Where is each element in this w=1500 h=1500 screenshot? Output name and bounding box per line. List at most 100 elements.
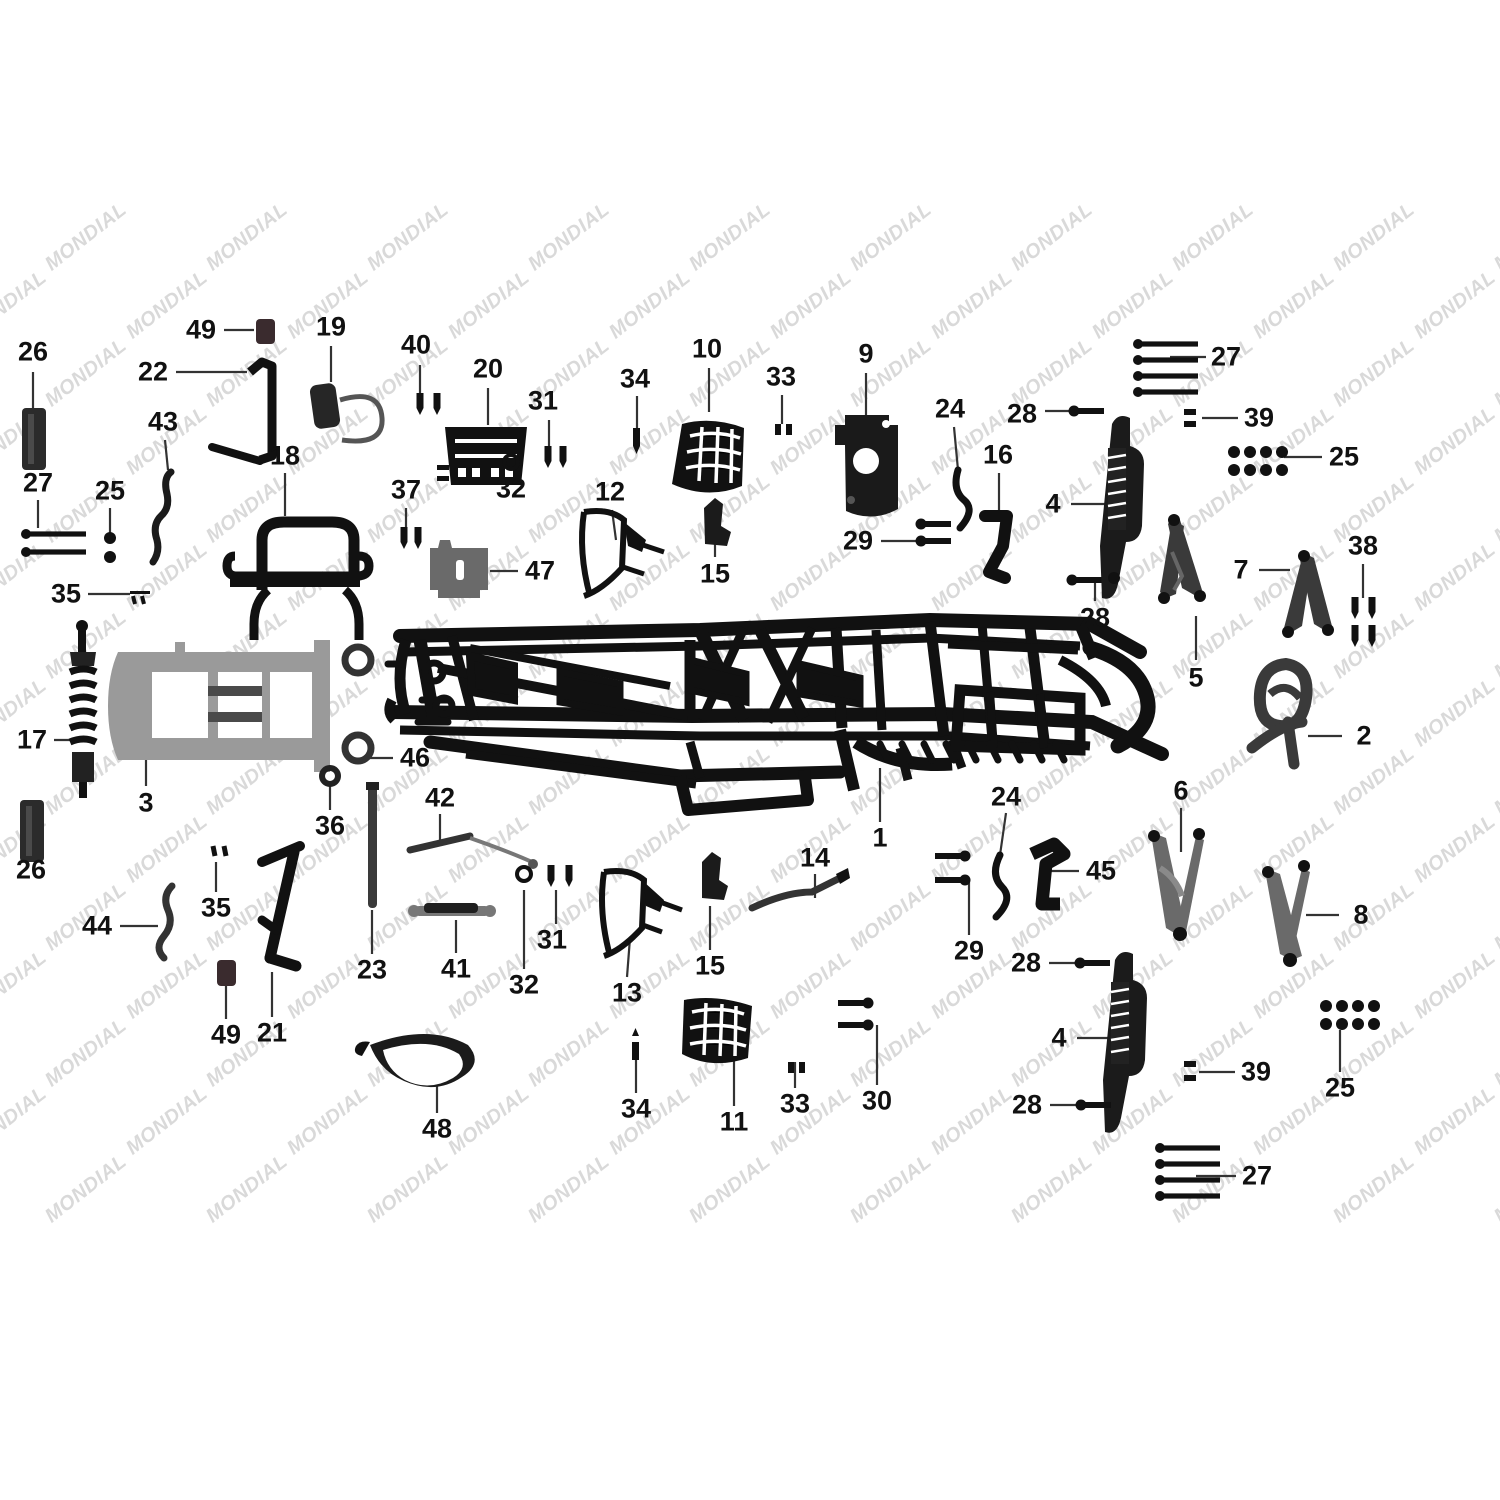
callout-number-24[interactable]: 24 — [990, 781, 1022, 812]
callout-number-44[interactable]: 44 — [81, 910, 113, 941]
callout-number-31[interactable]: 31 — [527, 385, 559, 416]
part-27-bolts-bottomright — [1155, 1143, 1220, 1201]
callout-number-6[interactable]: 6 — [1173, 775, 1189, 806]
callout-number-4[interactable]: 4 — [1051, 1022, 1067, 1053]
callout-number-13[interactable]: 13 — [611, 977, 643, 1008]
part-5-upper-a-arm-rh — [1158, 514, 1206, 604]
callout-number-35[interactable]: 35 — [200, 892, 232, 923]
part-4-shock-absorber-bottom — [1103, 952, 1147, 1133]
part-13-seat-bracket-rh — [599, 868, 683, 959]
callout-number-29[interactable]: 29 — [953, 935, 985, 966]
callout-number-16[interactable]: 16 — [982, 439, 1014, 470]
part-26-rubber-pad-bottom — [20, 800, 44, 862]
part-39-nuts-topright — [1184, 409, 1196, 427]
part-32-collar-lower — [515, 865, 533, 883]
callout-number-28[interactable]: 28 — [1010, 947, 1042, 978]
callout-number-29[interactable]: 29 — [842, 525, 874, 556]
callout-number-12[interactable]: 12 — [594, 476, 626, 507]
callout-number-28[interactable]: 28 — [1079, 602, 1111, 633]
callout-number-39[interactable]: 39 — [1240, 1056, 1272, 1087]
part-12-seat-bracket-lh — [579, 508, 665, 599]
callout-number-34[interactable]: 34 — [620, 1093, 652, 1124]
callout-number-32[interactable]: 32 — [508, 969, 540, 1000]
callout-number-35[interactable]: 35 — [50, 578, 82, 609]
callout-number-1[interactable]: 1 — [872, 822, 888, 853]
callout-number-28[interactable]: 28 — [1006, 398, 1038, 429]
part-14-brake-pedal-rod — [748, 868, 850, 912]
part-27-bolts-topright — [1133, 339, 1198, 397]
callout-number-37[interactable]: 37 — [390, 474, 422, 505]
callout-number-39[interactable]: 39 — [1243, 402, 1275, 433]
callout-number-23[interactable]: 23 — [356, 954, 388, 985]
callout-number-24[interactable]: 24 — [934, 393, 966, 424]
callout-number-31[interactable]: 31 — [536, 924, 568, 955]
callout-number-2[interactable]: 2 — [1356, 720, 1372, 751]
part-25-washers-lower — [1320, 1000, 1380, 1030]
part-40-bolts — [416, 393, 441, 415]
callout-number-38[interactable]: 38 — [1347, 530, 1379, 561]
callout-number-33[interactable]: 33 — [765, 361, 797, 392]
callout-number-25[interactable]: 25 — [1328, 441, 1360, 472]
part-15-rubber-stopper-lower — [702, 852, 728, 900]
callout-number-34[interactable]: 34 — [619, 363, 651, 394]
callout-number-32[interactable]: 32 — [495, 473, 527, 504]
part-28-bolt-lower-a — [1074, 957, 1110, 969]
callout-number-17[interactable]: 17 — [16, 724, 48, 755]
callout-number-18[interactable]: 18 — [269, 440, 301, 471]
callout-number-27[interactable]: 27 — [22, 467, 54, 498]
part-9-chain-guard-plate — [835, 415, 898, 517]
callout-number-41[interactable]: 41 — [440, 953, 472, 984]
part-15-rubber-stopper-top — [704, 498, 731, 546]
callout-number-45[interactable]: 45 — [1085, 855, 1117, 886]
part-4-shock-absorber-topright — [1100, 416, 1144, 599]
callout-number-8[interactable]: 8 — [1353, 899, 1369, 930]
callout-number-42[interactable]: 42 — [424, 782, 456, 813]
callout-number-19[interactable]: 19 — [315, 311, 347, 342]
part-29-bolts-lower — [935, 850, 971, 886]
callout-number-27[interactable]: 27 — [1210, 341, 1242, 372]
callout-number-36[interactable]: 36 — [314, 810, 346, 841]
part-25-washers-topright — [1228, 446, 1288, 476]
part-27-bolts-topleft — [21, 529, 86, 557]
callout-number-49[interactable]: 49 — [185, 314, 217, 345]
part-6-lower-a-arm-rh — [1148, 828, 1205, 941]
part-49-grommet-top — [256, 319, 275, 344]
callout-number-43[interactable]: 43 — [147, 406, 179, 437]
part-34-pin-lower — [632, 1028, 639, 1060]
callout-number-5[interactable]: 5 — [1188, 662, 1204, 693]
part-47-plate — [430, 540, 488, 598]
callout-number-21[interactable]: 21 — [256, 1017, 288, 1048]
callout-number-3[interactable]: 3 — [138, 787, 154, 818]
part-17-front-shock — [68, 620, 98, 798]
callout-number-26[interactable]: 26 — [17, 336, 49, 367]
callout-number-26[interactable]: 26 — [15, 854, 47, 885]
part-46-bushing — [341, 643, 375, 765]
callout-number-33[interactable]: 33 — [779, 1088, 811, 1119]
part-23-pivot-shaft — [366, 782, 379, 908]
callout-number-27[interactable]: 27 — [1241, 1160, 1273, 1191]
part-44-rod-linkage — [155, 882, 176, 962]
callout-number-40[interactable]: 40 — [400, 329, 432, 360]
callout-number-14[interactable]: 14 — [799, 842, 831, 873]
callout-number-25[interactable]: 25 — [1324, 1072, 1356, 1103]
callout-number-7[interactable]: 7 — [1233, 554, 1249, 585]
callout-number-47[interactable]: 47 — [524, 555, 556, 586]
callout-number-15[interactable]: 15 — [694, 950, 726, 981]
callout-number-22[interactable]: 22 — [137, 356, 169, 387]
callout-number-15[interactable]: 15 — [699, 558, 731, 589]
callout-number-28[interactable]: 28 — [1011, 1089, 1043, 1120]
callout-number-30[interactable]: 30 — [861, 1085, 893, 1116]
part-30-bolts — [838, 997, 874, 1031]
callout-number-25[interactable]: 25 — [94, 475, 126, 506]
part-31-bolts-lower — [547, 865, 573, 887]
callout-number-48[interactable]: 48 — [421, 1113, 453, 1144]
callout-number-49[interactable]: 49 — [210, 1019, 242, 1050]
callout-number-46[interactable]: 46 — [399, 742, 431, 773]
callout-number-4[interactable]: 4 — [1045, 488, 1061, 519]
callout-number-11[interactable]: 11 — [719, 1106, 749, 1137]
part-8-lower-a-arm-lh — [1262, 860, 1310, 967]
callout-number-9[interactable]: 9 — [858, 338, 874, 369]
callout-number-20[interactable]: 20 — [472, 353, 504, 384]
callout-number-10[interactable]: 10 — [691, 333, 723, 364]
